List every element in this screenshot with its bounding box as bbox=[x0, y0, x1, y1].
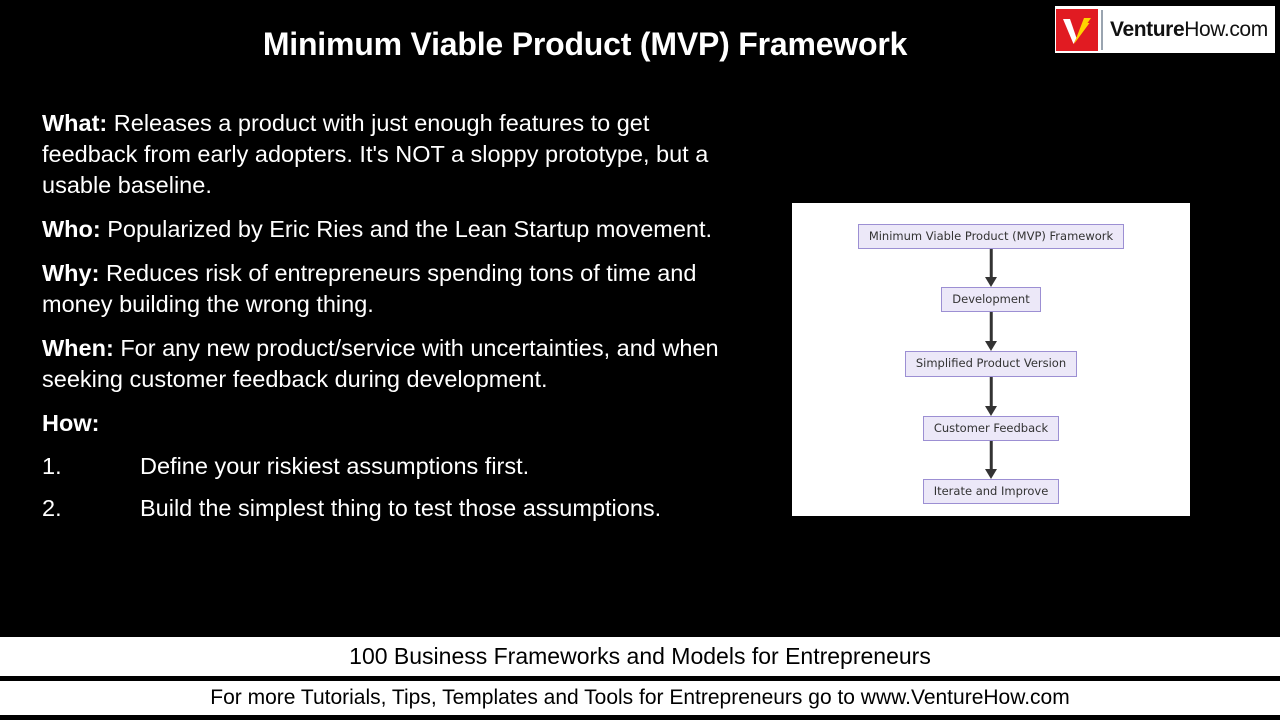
flow-arrow-down-icon bbox=[985, 376, 997, 416]
copy-text-when: For any new product/service with uncerta… bbox=[42, 335, 719, 392]
copy-text-why: Reduces risk of entrepreneurs spending t… bbox=[42, 260, 697, 317]
copy-lead-why: Why: bbox=[42, 260, 100, 286]
flow-arrow-down-icon bbox=[985, 312, 997, 352]
arrow-shaft bbox=[989, 440, 993, 470]
logo-wordmark: VentureHow.com bbox=[1110, 18, 1268, 42]
copy-lead-who: Who: bbox=[42, 216, 101, 242]
brand-logo: VentureHow.com bbox=[1055, 6, 1275, 53]
flow-arrow-down-icon bbox=[985, 249, 997, 288]
body-copy: What: Releases a product with just enoug… bbox=[42, 108, 742, 535]
flow-node-mvp-framework: Minimum Viable Product (MVP) Framework bbox=[857, 224, 1125, 250]
list-item: 1. Define your riskiest assumptions firs… bbox=[42, 451, 742, 482]
flow-arrow-down-icon bbox=[985, 440, 997, 479]
copy-lead-when: When: bbox=[42, 335, 114, 361]
logo-wordmark-regular: How.com bbox=[1184, 17, 1268, 41]
arrow-shaft bbox=[989, 249, 993, 279]
arrow-head bbox=[985, 277, 997, 288]
list-item-number: 1. bbox=[42, 453, 62, 479]
copy-text-what: Releases a product with just enough feat… bbox=[42, 110, 709, 198]
diagram-panel: Minimum Viable Product (MVP) Framework D… bbox=[792, 203, 1190, 516]
copy-lead-how: How: bbox=[42, 410, 100, 436]
arrow-head bbox=[985, 341, 997, 352]
footer-primary-text: 100 Business Frameworks and Models for E… bbox=[349, 643, 931, 669]
venturehow-check-icon bbox=[1055, 8, 1099, 52]
flow-node-customer-feedback: Customer Feedback bbox=[922, 415, 1060, 441]
list-item-text: Define your riskiest assumptions first. bbox=[140, 453, 530, 479]
footer-secondary-text: For more Tutorials, Tips, Templates and … bbox=[210, 686, 1070, 709]
arrow-shaft bbox=[989, 312, 993, 343]
list-item: 2. Build the simplest thing to test thos… bbox=[42, 493, 742, 524]
copy-block-when: When: For any new product/service with u… bbox=[42, 333, 742, 395]
flow-node-iterate-and-improve: Iterate and Improve bbox=[922, 478, 1060, 505]
copy-lead-what: What: bbox=[42, 110, 108, 136]
arrow-head bbox=[985, 468, 997, 479]
copy-block-who: Who: Popularized by Eric Ries and the Le… bbox=[42, 214, 742, 245]
copy-block-what: What: Releases a product with just enoug… bbox=[42, 108, 742, 201]
copy-text-who: Popularized by Eric Ries and the Lean St… bbox=[100, 216, 713, 242]
footer-bar-primary: 100 Business Frameworks and Models for E… bbox=[0, 637, 1280, 676]
footer-bar-secondary: For more Tutorials, Tips, Templates and … bbox=[0, 681, 1280, 715]
list-item-text: Build the simplest thing to test those a… bbox=[140, 495, 662, 521]
copy-block-why: Why: Reduces risk of entrepreneurs spend… bbox=[42, 258, 742, 320]
arrow-head bbox=[985, 405, 997, 416]
logo-wordmark-bold: Venture bbox=[1110, 17, 1185, 41]
list-item-number: 2. bbox=[42, 495, 62, 521]
flow-node-development: Development bbox=[941, 287, 1041, 313]
logo-divider bbox=[1101, 9, 1103, 50]
mvp-flowchart: Minimum Viable Product (MVP) Framework D… bbox=[792, 203, 1190, 516]
arrow-shaft bbox=[989, 376, 993, 407]
flow-node-simplified-product-version: Simplified Product Version bbox=[904, 351, 1078, 377]
page-title: Minimum Viable Product (MVP) Framework bbox=[262, 26, 908, 62]
